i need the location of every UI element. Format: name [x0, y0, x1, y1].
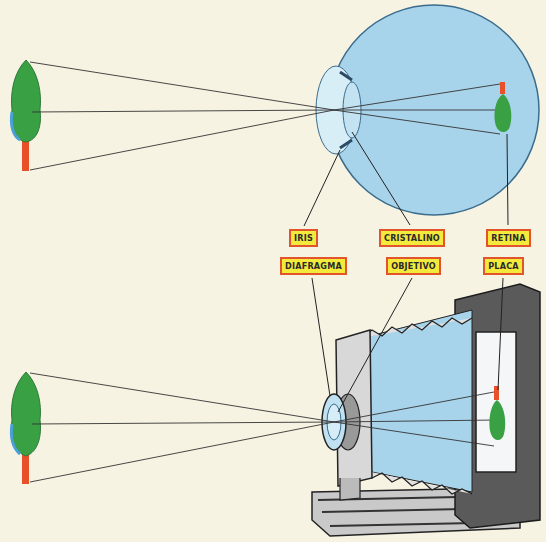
bellows-folds	[362, 318, 472, 338]
light-rays	[30, 62, 502, 170]
tree-edge	[11, 424, 20, 454]
label-box: PLACA	[483, 257, 524, 275]
tree-foliage	[12, 60, 41, 142]
camera-bellows	[362, 310, 472, 492]
part-label: CRISTALINO	[384, 234, 440, 243]
label-box: RETINA	[486, 229, 531, 247]
part-label: IRIS	[294, 234, 313, 243]
light-rays	[30, 373, 496, 482]
part-label: OBJETIVO	[391, 262, 436, 271]
part-label: DIAFRAGMA	[285, 262, 342, 271]
part-label: PLACA	[488, 262, 519, 271]
plate-image-foliage	[489, 400, 505, 440]
front-support	[340, 478, 360, 500]
tree-trunk	[22, 452, 29, 484]
label-box: DIAFRAGMA	[280, 257, 347, 275]
label-box: IRIS	[289, 229, 318, 247]
bellows-folds	[362, 470, 472, 494]
photo-plate	[476, 332, 516, 472]
tree-foliage	[12, 372, 41, 456]
label-box: CRISTALINO	[379, 229, 445, 247]
retina-image-trunk	[500, 82, 505, 94]
part-label: RETINA	[491, 234, 526, 243]
retina-image-foliage	[494, 94, 511, 132]
tree-edge	[11, 112, 20, 140]
label-box: OBJETIVO	[386, 257, 441, 275]
